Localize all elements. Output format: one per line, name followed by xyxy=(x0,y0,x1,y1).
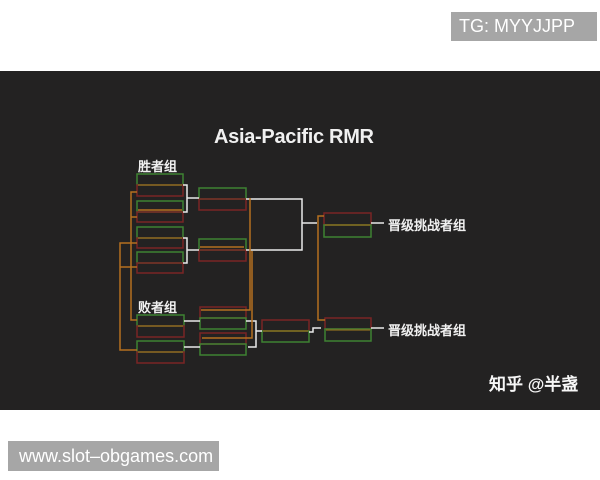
bracket-title: Asia-Pacific RMR xyxy=(214,126,374,148)
bracket-panel xyxy=(0,71,600,410)
zhihu-author-credit: 知乎 @半盏 xyxy=(489,375,579,394)
losers-group-label: 败者组 xyxy=(138,300,178,315)
advance-challengers-label-upper: 晋级挑战者组 xyxy=(388,218,467,233)
winners-group-label: 胜者组 xyxy=(138,159,178,174)
website-watermark: www.slot–obgames.com xyxy=(8,441,219,471)
advance-challengers-label-lower: 晋级挑战者组 xyxy=(388,323,467,338)
telegram-watermark: TG: MYYJJPP xyxy=(451,12,597,41)
